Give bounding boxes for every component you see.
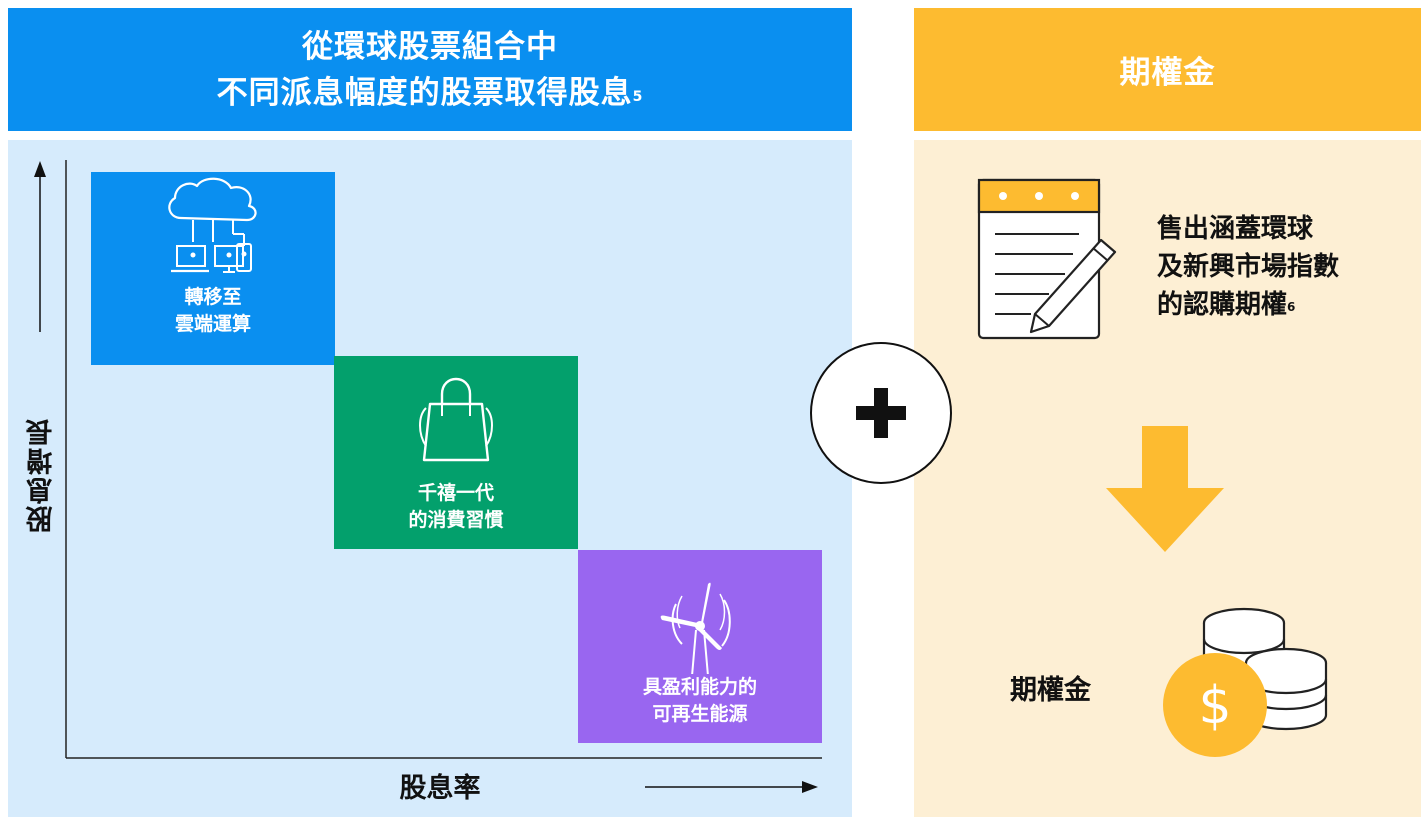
tile-cloud-line1: 轉移至 bbox=[184, 286, 242, 308]
plus-icon bbox=[856, 388, 906, 438]
tile-renewable-energy: 具盈利能力的 可再生能源 bbox=[578, 550, 822, 743]
premium-label: 期權金 bbox=[1010, 675, 1091, 706]
handbag-icon bbox=[419, 377, 493, 462]
footnote-6: 6 bbox=[1287, 300, 1296, 314]
left-title-line2: 不同派息幅度的股票取得股息5 bbox=[217, 70, 644, 116]
left-title-line2-text: 不同派息幅度的股票取得股息 bbox=[216, 74, 633, 111]
note-line1: 售出涵蓋環球 bbox=[1157, 214, 1314, 244]
tile-millennial-consumption: 千禧一代 的消費習慣 bbox=[334, 356, 578, 549]
right-header: 期權金 bbox=[914, 8, 1421, 131]
axes bbox=[34, 160, 822, 793]
x-arrow-head bbox=[802, 781, 818, 793]
y-arrow-head bbox=[34, 161, 46, 177]
coins-dollar-icon: $ bbox=[1163, 607, 1328, 757]
tile-bag-line2: 的消費習慣 bbox=[408, 509, 504, 531]
x-axis-label: 股息率 bbox=[399, 773, 481, 804]
wind-turbine-icon bbox=[660, 582, 731, 674]
call-option-note: 售出涵蓋環球 及新興市場指數 的認購期權6 bbox=[1157, 210, 1407, 324]
tile-wind-line2: 可再生能源 bbox=[652, 703, 748, 725]
footnote-5: 5 bbox=[632, 88, 644, 105]
left-header: 從環球股票組合中 不同派息幅度的股票取得股息5 bbox=[8, 8, 852, 131]
tile-bag-line1: 千禧一代 bbox=[417, 482, 494, 504]
right-title: 期權金 bbox=[1119, 55, 1216, 91]
left-title-line1: 從環球股票組合中 bbox=[302, 28, 558, 65]
notepad-pencil-icon bbox=[977, 178, 1117, 340]
plus-circle bbox=[810, 342, 952, 484]
tile-cloud-line2: 雲端運算 bbox=[174, 313, 251, 335]
note-line3: 的認購期權6 bbox=[1157, 286, 1407, 324]
svg-text:$: $ bbox=[1198, 676, 1231, 736]
note-line2: 及新興市場指數 bbox=[1157, 252, 1340, 282]
cloud-devices-icon bbox=[168, 177, 257, 273]
down-arrow-icon bbox=[1106, 426, 1224, 552]
y-axis-label: 股息增長 bbox=[26, 417, 58, 533]
tile-cloud-computing: 轉移至 雲端運算 bbox=[91, 172, 335, 365]
note-line3-text: 的認購期權 bbox=[1157, 290, 1288, 320]
tile-wind-line1: 具盈利能力的 bbox=[642, 676, 757, 698]
